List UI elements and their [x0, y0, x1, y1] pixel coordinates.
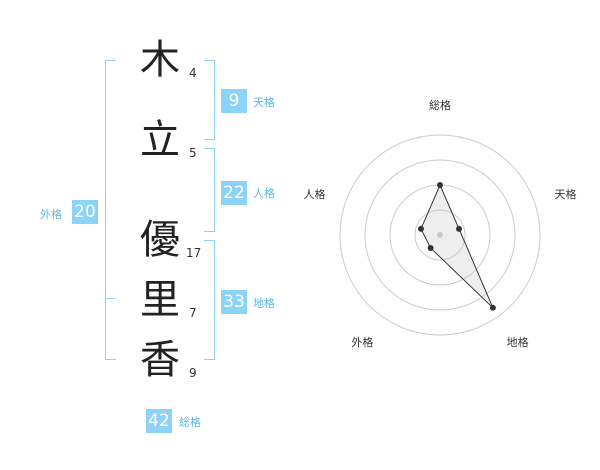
gaikaku-value: 20 [72, 200, 98, 224]
radar-ring-4 [339, 134, 541, 336]
soukaku-value: 42 [146, 409, 172, 433]
chikaku-label: 地格 [253, 297, 275, 310]
radar-axis-label-5: 人格 [303, 187, 325, 201]
tenkaku-value: 9 [221, 89, 247, 113]
radar-point-2 [456, 225, 463, 232]
name-char-2: 立 [140, 117, 180, 163]
gaikaku-bracket [105, 60, 116, 360]
radar-polygon [420, 183, 494, 309]
stroke-count-2: 5 [189, 146, 197, 160]
radar-point-3 [489, 304, 496, 311]
soukaku-label: 総格 [179, 416, 201, 429]
name-char-4: 里 [140, 277, 180, 323]
radar-ring-3 [364, 159, 516, 311]
chikaku-value: 33 [221, 290, 247, 314]
radar-point-4 [427, 244, 434, 251]
radar-axis-label-4: 外格 [351, 335, 373, 349]
radar-point-5 [417, 225, 424, 232]
name-char-5: 香 [140, 337, 180, 383]
jinkaku-value: 22 [221, 181, 247, 205]
stroke-count-3: 17 [186, 246, 202, 260]
name-char-3: 優 [140, 217, 180, 263]
jinkaku-label: 人格 [253, 187, 275, 200]
radar-axis-label-1: 総格 [429, 98, 451, 112]
tenkaku-label: 天格 [253, 96, 275, 109]
tenkaku-bracket [204, 60, 215, 140]
radar-point-1 [437, 182, 443, 188]
stroke-count-4: 7 [189, 306, 197, 320]
jinkaku-bracket [204, 148, 215, 232]
radar-ring-1 [414, 209, 466, 261]
radar-axis-label-3: 地格 [507, 335, 529, 349]
gaikaku-label: 外格 [40, 208, 62, 221]
radar-axis-label-2: 天格 [555, 187, 577, 201]
stroke-count-5: 9 [189, 366, 197, 380]
stroke-count-1: 4 [189, 66, 197, 80]
chikaku-bracket-top-tick [105, 298, 115, 299]
chikaku-bracket [204, 240, 215, 360]
name-char-1: 木 [140, 37, 180, 83]
radar-center [437, 232, 443, 238]
